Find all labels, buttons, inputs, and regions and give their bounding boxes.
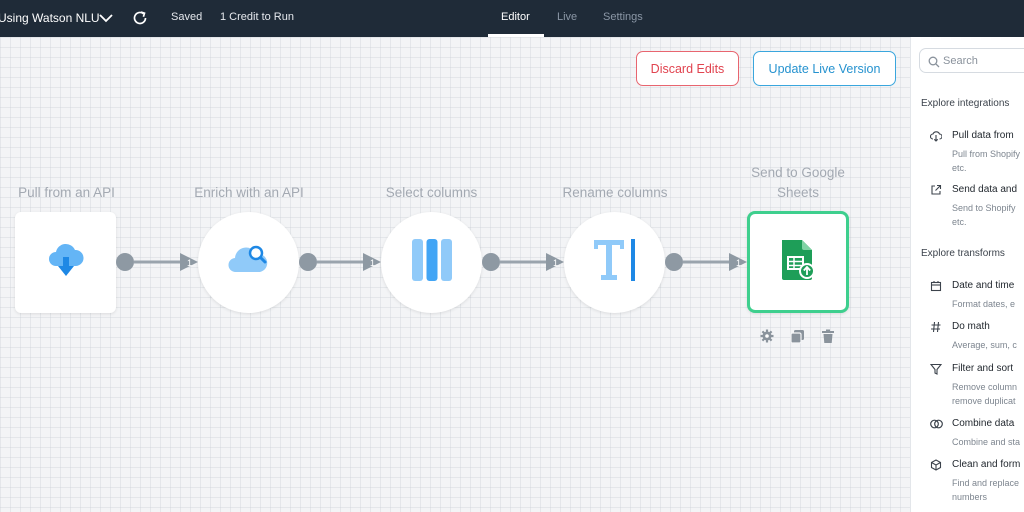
duplicate-icon[interactable] (790, 329, 806, 345)
credit-count: 1 Credit to Run (220, 11, 294, 23)
top-bar: Using Watson NLU Saved 1 Credit to Run E… (0, 0, 1024, 37)
filter-icon (929, 363, 943, 375)
node-label: Select columns (385, 185, 478, 200)
edge-connector[interactable]: 1 (480, 250, 566, 274)
node-send-to-google-sheets[interactable] (747, 211, 849, 313)
node-label: Send to Google Sheets (751, 165, 845, 200)
node-label: Pull from an API (18, 185, 115, 200)
search-icon (928, 55, 940, 68)
calendar-icon (930, 280, 942, 292)
port-label: 1 (370, 258, 375, 268)
port-label: 1 (736, 258, 741, 268)
search-placeholder: Search (943, 55, 978, 67)
discard-edits-button[interactable]: Discard Edits (636, 51, 739, 86)
update-live-version-button[interactable]: Update Live Version (753, 51, 896, 86)
edge-connector[interactable]: 1 (297, 250, 383, 274)
node-rename-columns[interactable] (564, 212, 665, 313)
search-input[interactable]: Search (919, 48, 1024, 73)
section-title: Explore transforms (921, 248, 1005, 259)
tab-settings[interactable]: Settings (603, 11, 643, 23)
node-label: Enrich with an API (194, 185, 304, 200)
combine-icon (930, 418, 943, 430)
cloud-download-icon (929, 130, 943, 142)
port-label: 1 (553, 258, 558, 268)
edge-connector[interactable]: 1 (663, 250, 749, 274)
external-link-icon (930, 184, 942, 196)
cloud-download-icon (46, 240, 86, 285)
active-tab-indicator (488, 34, 544, 37)
node-select-columns[interactable] (381, 212, 482, 313)
chevron-down-icon[interactable] (98, 10, 114, 26)
edge-connector[interactable]: 1 (114, 250, 200, 274)
save-status: Saved (171, 11, 203, 23)
text-cursor-icon (592, 238, 638, 287)
trash-icon[interactable] (821, 329, 837, 345)
cloud-search-icon (227, 242, 271, 283)
node-label: Rename columns (562, 185, 668, 200)
node-enrich-with-api[interactable] (198, 212, 299, 313)
cube-icon (930, 459, 942, 471)
workflow-title[interactable]: Using Watson NLU (0, 11, 100, 25)
google-sheets-icon (778, 238, 818, 287)
refresh-icon[interactable] (131, 9, 149, 27)
node-pull-from-api[interactable] (15, 212, 116, 313)
flow-canvas[interactable] (0, 37, 910, 512)
columns-icon (410, 238, 454, 287)
hash-icon (930, 321, 942, 333)
tab-editor[interactable]: Editor (501, 11, 530, 23)
port-label: 1 (187, 258, 192, 268)
gear-icon[interactable] (760, 329, 776, 345)
integrations-sidebar: Search Explore integrations Pull data fr… (910, 37, 1024, 512)
section-title: Explore integrations (921, 98, 1010, 109)
tab-live[interactable]: Live (557, 11, 578, 23)
